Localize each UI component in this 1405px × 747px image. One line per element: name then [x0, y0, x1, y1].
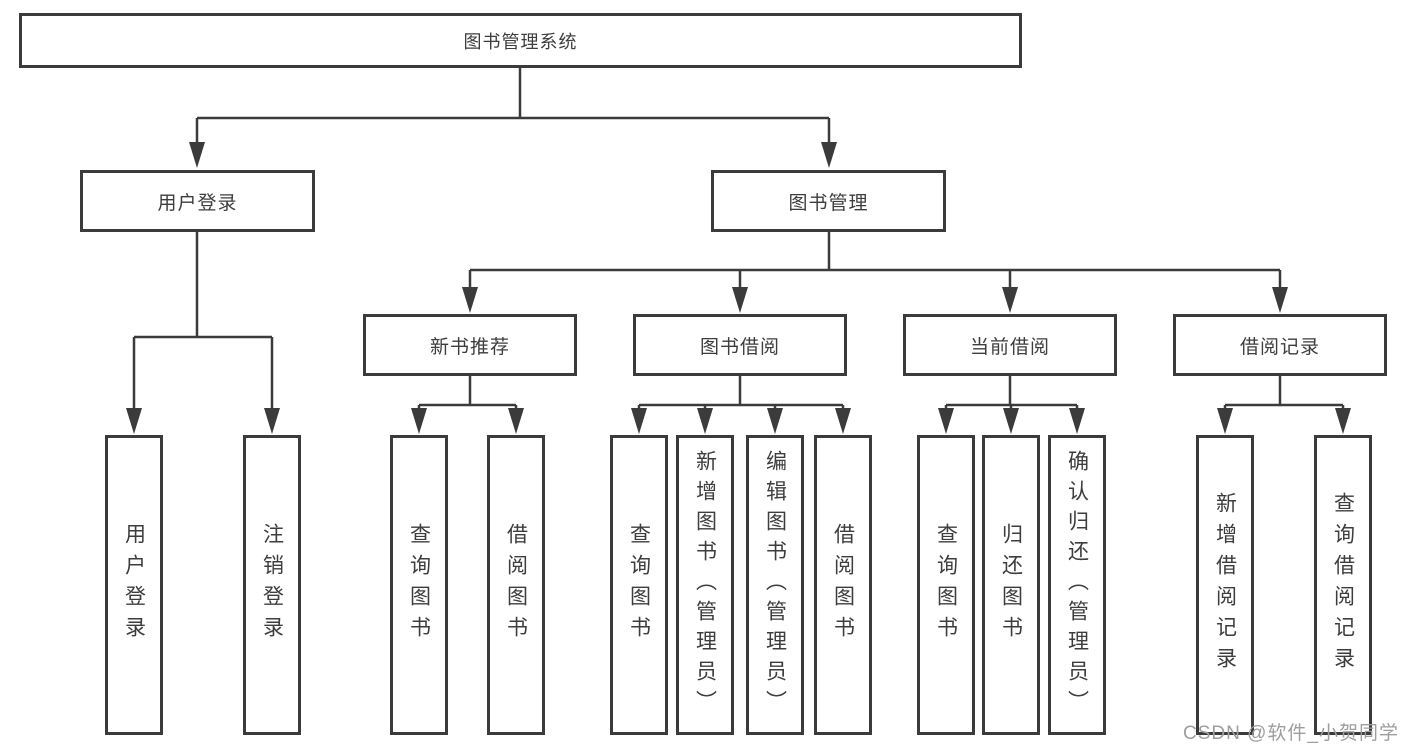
connector-lines: [132, 68, 1345, 410]
arrowhead-icon: [938, 408, 954, 434]
leaf-return-books: 归还图书: [982, 435, 1040, 735]
csdn-watermark: CSDN @软件_小贺同学: [1183, 723, 1399, 744]
leaf-borrow-books-recommend-label: 借阅图书: [504, 523, 528, 647]
node-borrow-records: 借阅记录: [1173, 314, 1387, 376]
arrowhead-icon: [1272, 287, 1288, 313]
arrowhead-icon: [767, 408, 783, 434]
leaf-query-books-recommend: 查询图书: [390, 435, 448, 735]
leaf-query-books-recommend-label: 查询图书: [407, 523, 431, 647]
arrowhead-icon: [1069, 408, 1085, 434]
node-book-management-label: 图书管理: [788, 192, 869, 214]
arrowhead-icon: [126, 408, 142, 434]
arrowhead-icon: [697, 408, 713, 434]
leaf-query-borrow-record: 查询借阅记录: [1314, 435, 1372, 735]
leaf-query-books-current-label: 查询图书: [934, 523, 958, 647]
arrowhead-icon: [1335, 408, 1351, 434]
arrowhead-icon: [631, 408, 647, 434]
arrowhead-icon: [189, 142, 205, 168]
node-book-borrow: 图书借阅: [633, 314, 847, 376]
leaf-logout: 注销登录: [243, 435, 301, 735]
leaf-add-books-admin: 新增图书（管理员）: [676, 435, 734, 735]
arrowhead-icon: [732, 287, 748, 313]
node-library-system: 图书管理系统: [19, 13, 1022, 68]
arrowhead-icon: [821, 142, 837, 168]
node-user-login-label: 用户登录: [157, 192, 238, 214]
node-book-management: 图书管理: [711, 170, 946, 232]
arrowhead-icon: [1217, 408, 1233, 434]
leaf-borrow-books: 借阅图书: [814, 435, 872, 735]
leaf-query-books-borrow: 查询图书: [610, 435, 668, 735]
arrowhead-icon: [1003, 408, 1019, 434]
node-book-borrow-label: 图书借阅: [699, 336, 780, 358]
leaf-query-books-borrow-label: 查询图书: [627, 523, 651, 647]
leaf-borrow-books-label: 借阅图书: [831, 523, 855, 647]
node-current-borrow-label: 当前借阅: [969, 336, 1050, 358]
leaf-query-books-current: 查询图书: [917, 435, 975, 735]
leaf-user-login-label: 用户登录: [122, 523, 146, 647]
leaf-confirm-return-admin: 确认归还（管理员）: [1048, 435, 1106, 735]
leaf-edit-books-admin: 编辑图书（管理员）: [746, 435, 804, 735]
leaf-confirm-return-admin-label: 确认归还（管理员）: [1065, 450, 1089, 720]
arrowheads-group: [126, 142, 1351, 434]
arrowhead-icon: [264, 408, 280, 434]
leaf-add-borrow-record-label: 新增借阅记录: [1213, 492, 1237, 678]
node-new-book-recommend-label: 新书推荐: [429, 336, 510, 358]
leaf-logout-label: 注销登录: [260, 523, 284, 647]
node-user-login: 用户登录: [80, 170, 315, 232]
arrowhead-icon: [1002, 287, 1018, 313]
arrowhead-icon: [835, 408, 851, 434]
leaf-query-borrow-record-label: 查询借阅记录: [1331, 492, 1355, 678]
arrowhead-icon: [508, 408, 524, 434]
leaf-edit-books-admin-label: 编辑图书（管理员）: [763, 450, 787, 720]
arrowhead-icon: [462, 287, 478, 313]
leaf-add-books-admin-label: 新增图书（管理员）: [693, 450, 717, 720]
leaf-borrow-books-recommend: 借阅图书: [487, 435, 545, 735]
leaf-return-books-label: 归还图书: [999, 523, 1023, 647]
leaf-add-borrow-record: 新增借阅记录: [1196, 435, 1254, 735]
node-new-book-recommend: 新书推荐: [363, 314, 577, 376]
node-library-system-label: 图书管理系统: [463, 31, 578, 52]
node-borrow-records-label: 借阅记录: [1239, 336, 1320, 358]
arrowhead-icon: [411, 408, 427, 434]
node-current-borrow: 当前借阅: [903, 314, 1117, 376]
leaf-user-login: 用户登录: [105, 435, 163, 735]
